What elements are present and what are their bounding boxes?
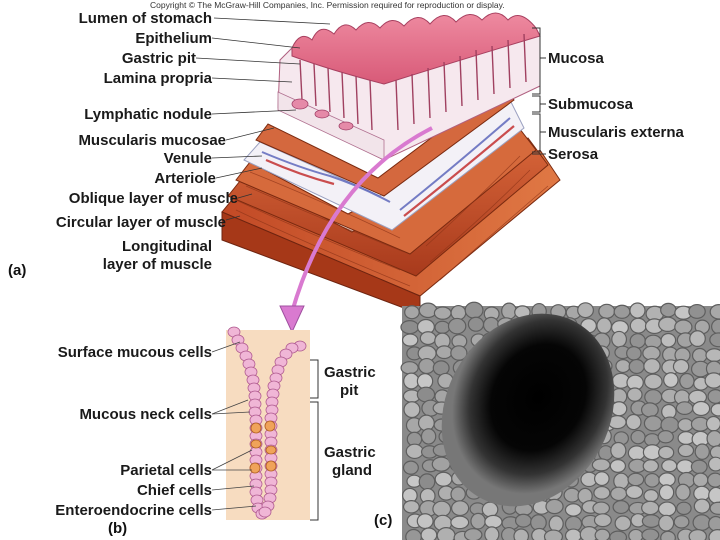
label-submucosa: Submucosa	[548, 96, 634, 113]
label-chief-cells: Chief cells	[136, 482, 212, 499]
label-longitudinal: Longitudinal	[122, 238, 212, 255]
label-enteroendocrine-cells: Enteroendocrine cells	[55, 502, 212, 519]
label-gastric-gland-1: Gastric	[324, 444, 376, 461]
label-circular-layer: Circular layer of muscle	[55, 214, 226, 231]
label-lymphatic-nodule: Lymphatic nodule	[84, 106, 212, 123]
blood-vessels	[261, 117, 511, 211]
label-gastric-gland-2: gland	[332, 462, 372, 479]
label-muscularis-mucosae: Muscularis mucosae	[78, 132, 226, 149]
label-epithelium: Epithelium	[135, 30, 212, 47]
label-gastric-pit-b-2: pit	[340, 382, 359, 399]
label-parietal-cells: Parietal cells	[120, 462, 212, 479]
parietal-cells	[249, 420, 277, 474]
label-venule: Venule	[163, 150, 212, 167]
panel-b-leader-lines	[211, 341, 257, 511]
label-mucosa: Mucosa	[548, 50, 604, 67]
label-gastric-pit-b-1: Gastric	[324, 364, 376, 381]
label-gastric-pit: Gastric pit	[121, 50, 196, 67]
label-oblique-layer: Oblique layer of muscle	[68, 190, 238, 207]
label-muscularis-externa: Muscularis externa	[548, 124, 684, 141]
label-lumen: Lumen of stomach	[78, 10, 212, 27]
panel-a-tag: (a)	[8, 262, 27, 279]
label-longitudinal-layer: layer of muscle	[102, 256, 212, 273]
panel-b-brackets	[310, 359, 319, 521]
copyright-notice: Copyright © The McGraw-Hill Companies, I…	[150, 0, 505, 10]
magnify-arrow	[290, 126, 433, 313]
panel-a-brackets	[532, 27, 546, 155]
label-lamina-propria: Lamina propria	[103, 70, 212, 87]
panel-a-leader-lines	[195, 17, 331, 221]
panel-c-tag: (c)	[374, 512, 393, 529]
label-surface-mucous-cells: Surface mucous cells	[57, 344, 212, 361]
sem-micrograph	[400, 301, 720, 540]
gastric-gland	[227, 326, 307, 520]
label-mucous-neck-cells: Mucous neck cells	[79, 406, 212, 423]
label-serosa: Serosa	[548, 146, 599, 163]
label-arteriole: Arteriole	[154, 170, 216, 187]
panel-b-tag: (b)	[108, 520, 128, 537]
